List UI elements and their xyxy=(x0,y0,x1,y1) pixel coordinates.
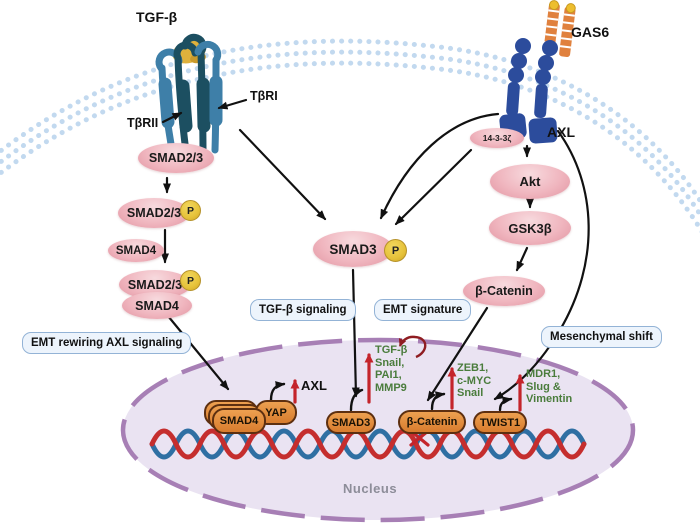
twist1-factor: TWIST1 xyxy=(473,411,527,434)
tbr1-label: TβRI xyxy=(250,89,278,103)
smad3-target-genes: TGF-β Snail, PAI1, MMP9 xyxy=(375,344,408,394)
arrow-tbr1-pointer xyxy=(217,98,248,110)
axl-receptor-label: AXL xyxy=(547,124,575,140)
arrow-gsk3b-to-bcatenin xyxy=(515,246,529,272)
mesenchymal-shift-label: Mesenchymal shift xyxy=(541,326,662,348)
arrow-axl-curve-to-smad3 xyxy=(379,112,500,220)
nucleus-label: Nucleus xyxy=(343,481,398,496)
akt-node: Akt xyxy=(490,164,570,199)
smad4-factor: SMAD4 xyxy=(212,408,266,434)
dna-strand-red xyxy=(149,428,587,460)
arrow-smad3-to-nucleus xyxy=(351,268,360,398)
smad23-phospho-node: SMAD2/3 xyxy=(118,198,190,228)
transcription-arrows xyxy=(269,381,513,412)
tgfb-receptor-graphic xyxy=(155,33,223,156)
tgfb-feedback-loop xyxy=(398,335,427,359)
arrow-complex-to-nucleus xyxy=(166,314,230,391)
dna-helix xyxy=(149,428,587,460)
beta-catenin-target-genes: ZEB1, c-MYC Snail xyxy=(457,362,492,399)
phospho-badge-3: P xyxy=(384,239,407,262)
smad4-step-node: SMAD4 xyxy=(108,239,164,262)
phospho-badge-2: P xyxy=(180,270,201,291)
tbr2-label: TβRII xyxy=(127,116,159,130)
upregulation-arrows xyxy=(290,353,525,412)
smad3-factor: SMAD3 xyxy=(326,411,376,434)
twist1-target-genes: MDR1, Slug & Vimentin xyxy=(526,368,573,405)
smad23-node: SMAD2/3 xyxy=(138,143,214,173)
complex-smad4-node: SMAD4 xyxy=(122,292,192,319)
axl-target-gene: AXL xyxy=(301,378,327,393)
cell-membrane xyxy=(0,38,700,234)
gsk3b-node: GSK3β xyxy=(489,211,571,245)
axl-receptor-graphic xyxy=(499,0,576,144)
signal-arrows xyxy=(161,98,590,402)
beta-catenin-node: β-Catenin xyxy=(463,276,545,306)
beta-catenin-factor: β-Catenin xyxy=(398,410,466,434)
tgfb-signaling-label: TGF-β signaling xyxy=(250,299,356,321)
tgfb-ligand-label: TGF-β xyxy=(136,9,178,25)
arrow-receptor-to-smad3 xyxy=(238,128,327,221)
smad3-node: SMAD3 xyxy=(313,231,393,267)
arrow-bcatenin-to-nucleus xyxy=(426,306,489,402)
gas6-ligand-label: GAS6 xyxy=(571,24,610,40)
emt-signature-label: EMT signature xyxy=(374,299,472,321)
emt-rewiring-label: EMT rewiring AXL signaling xyxy=(22,332,192,354)
phospho-badge-1: P xyxy=(180,200,201,221)
adapter-1433z-node: 14-3-3ζ xyxy=(470,128,524,148)
arrow-1433z-to-smad3 xyxy=(394,148,473,226)
arrow-tbr2-pointer xyxy=(161,111,183,124)
